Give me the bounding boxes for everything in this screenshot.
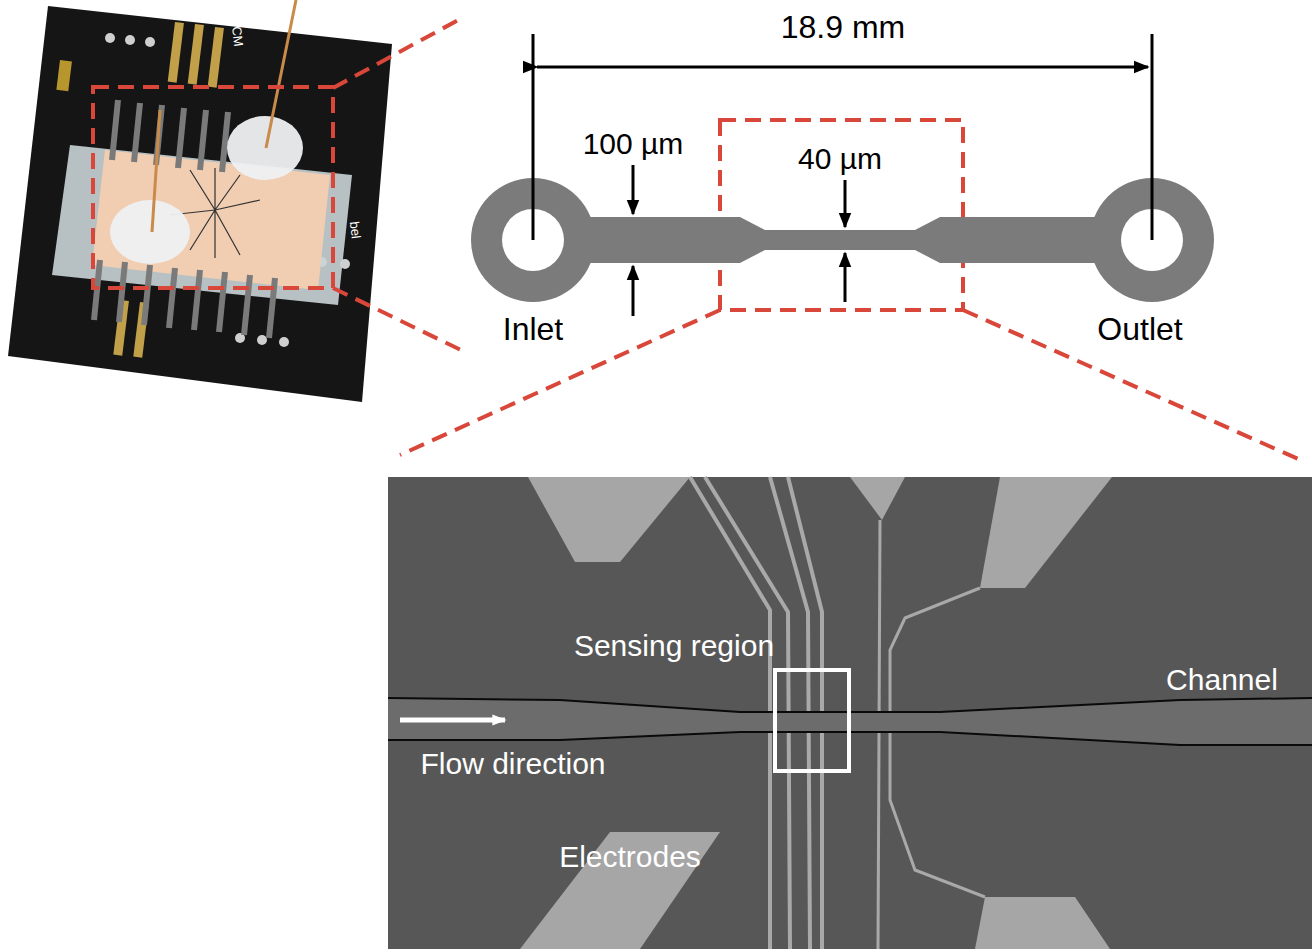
extension-line bbox=[532, 34, 535, 240]
dimension-arrow bbox=[844, 180, 847, 227]
outlet-glue bbox=[227, 116, 303, 180]
dimension-label: 40 µm bbox=[798, 142, 882, 175]
port-label: Outlet bbox=[1097, 312, 1182, 347]
zoom-line bbox=[333, 288, 465, 352]
pad bbox=[56, 60, 72, 91]
dimension-arrow bbox=[632, 266, 635, 316]
sensing-region-box: Sensing region bbox=[773, 668, 851, 773]
region-label: Sensing region bbox=[574, 629, 774, 662]
micrograph-ground bbox=[388, 477, 1312, 949]
extension-line bbox=[1151, 34, 1154, 240]
pcb-board bbox=[8, 6, 392, 402]
channel-schematic bbox=[471, 178, 1214, 302]
port-label: Inlet bbox=[503, 312, 563, 347]
board-marking: bel bbox=[347, 221, 363, 240]
zoom-box bbox=[93, 87, 333, 288]
dimension-label: 100 µm bbox=[583, 127, 684, 160]
tube bbox=[152, 110, 160, 232]
dimension-arrow bbox=[632, 165, 635, 214]
micrograph bbox=[388, 477, 1312, 949]
zoom-line bbox=[963, 310, 1305, 462]
dimension-arrow bbox=[537, 66, 1148, 69]
channel-shape bbox=[585, 217, 1100, 263]
inlet-glue bbox=[110, 200, 190, 264]
part-label: Channel bbox=[1166, 663, 1278, 696]
board-marking: SCM bbox=[227, 17, 245, 47]
chip-photo bbox=[8, 0, 392, 402]
zoom-line bbox=[333, 18, 462, 88]
tube bbox=[266, 0, 296, 148]
part-label: Electrodes bbox=[559, 840, 701, 873]
zoom-box bbox=[720, 120, 963, 310]
flow-arrow bbox=[400, 718, 505, 723]
dimension-label: 18.9 mm bbox=[781, 10, 905, 45]
zoom-line bbox=[400, 310, 720, 455]
dimension-lines bbox=[533, 34, 1152, 316]
part-label: Flow direction bbox=[420, 747, 605, 780]
chip-die bbox=[92, 150, 330, 290]
zoom-callout bbox=[93, 18, 1305, 462]
dimension-arrow bbox=[844, 253, 847, 302]
